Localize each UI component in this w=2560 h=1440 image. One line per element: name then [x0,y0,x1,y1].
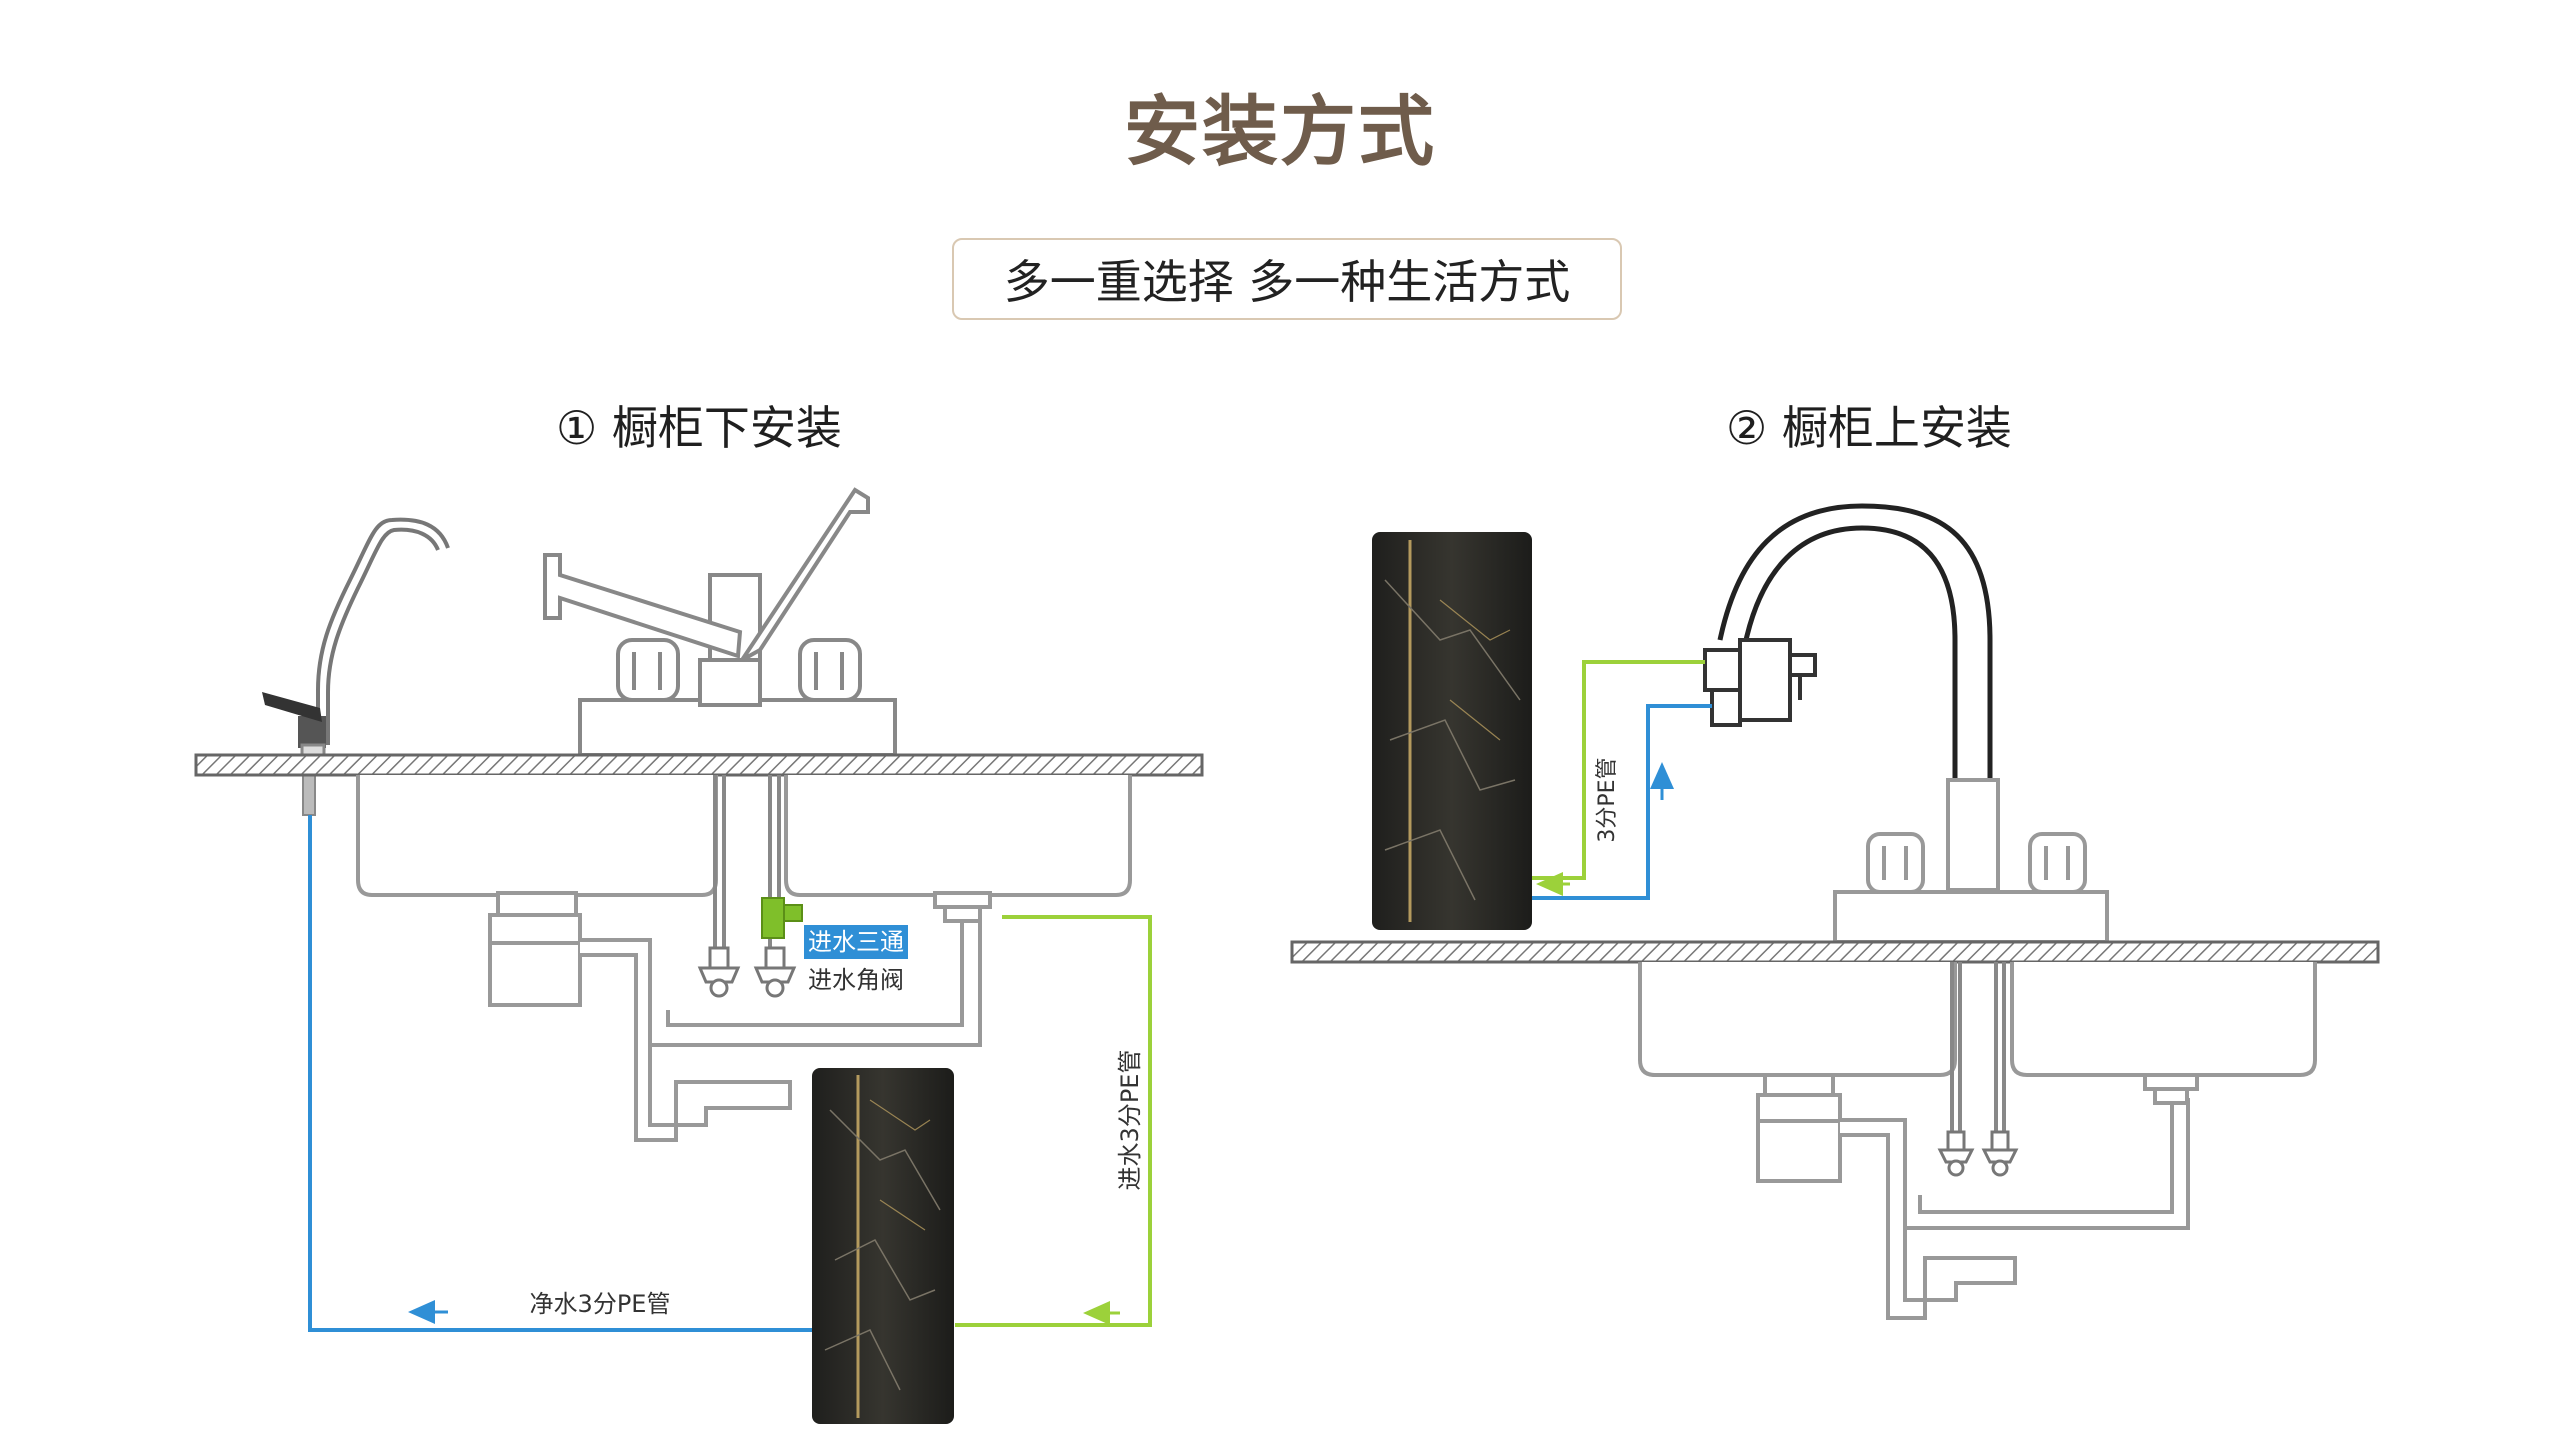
faucet-base-right [1833,832,2109,944]
pe-pipe-label-right: 3分PE管 [1595,757,1620,842]
inlet-pipe-green [955,915,1152,1327]
angle-valves [697,946,797,998]
gooseneck-faucet-right [1717,503,2000,892]
countertop-right [1290,940,2380,964]
under-cabinet-diagram: 进水三通 进水角阀 进水3分PE管 净水3分PE管 [194,487,1204,1424]
countertop-left [194,753,1204,777]
inlet-tee-label-bg [804,925,908,959]
subtitle-text: 多一重选择 多一种生活方式 [1003,255,1571,309]
pure-water-faucet [262,517,450,816]
water-purifier-unit-right [1372,532,1532,930]
drain-pipes-left [488,891,992,1142]
pure-water-pipe-blue [308,815,812,1332]
on-counter-heading: ② 橱柜上安装 [1726,401,2012,455]
on-counter-diagram: 3分PE管 [1290,503,2380,1320]
supply-lines-right [1950,962,2006,1135]
pe-pipe-blue-right [1532,704,1712,900]
inlet-pipe-label: 进水3分PE管 [1116,1050,1144,1191]
angle-valves-right [1937,1130,2019,1177]
diverter-valve [1703,638,1817,727]
under-cabinet-heading: ① 橱柜下安装 [556,401,842,455]
water-purifier-unit-left [812,1068,954,1424]
sink-basins-left [356,775,1132,897]
angle-valve-label: 进水角阀 [808,966,904,994]
pure-pipe-label: 净水3分PE管 [530,1290,671,1318]
sink-basins-right [1638,962,2317,1077]
inlet-tee-label: 进水三通 [808,928,904,956]
page-title: 安装方式 [1124,87,1436,176]
subtitle-box: 多一重选择 多一种生活方式 [952,238,1622,320]
inlet-tee [761,897,803,939]
drain-pipes-right [1756,1073,2199,1320]
mixer-faucet [543,487,897,757]
